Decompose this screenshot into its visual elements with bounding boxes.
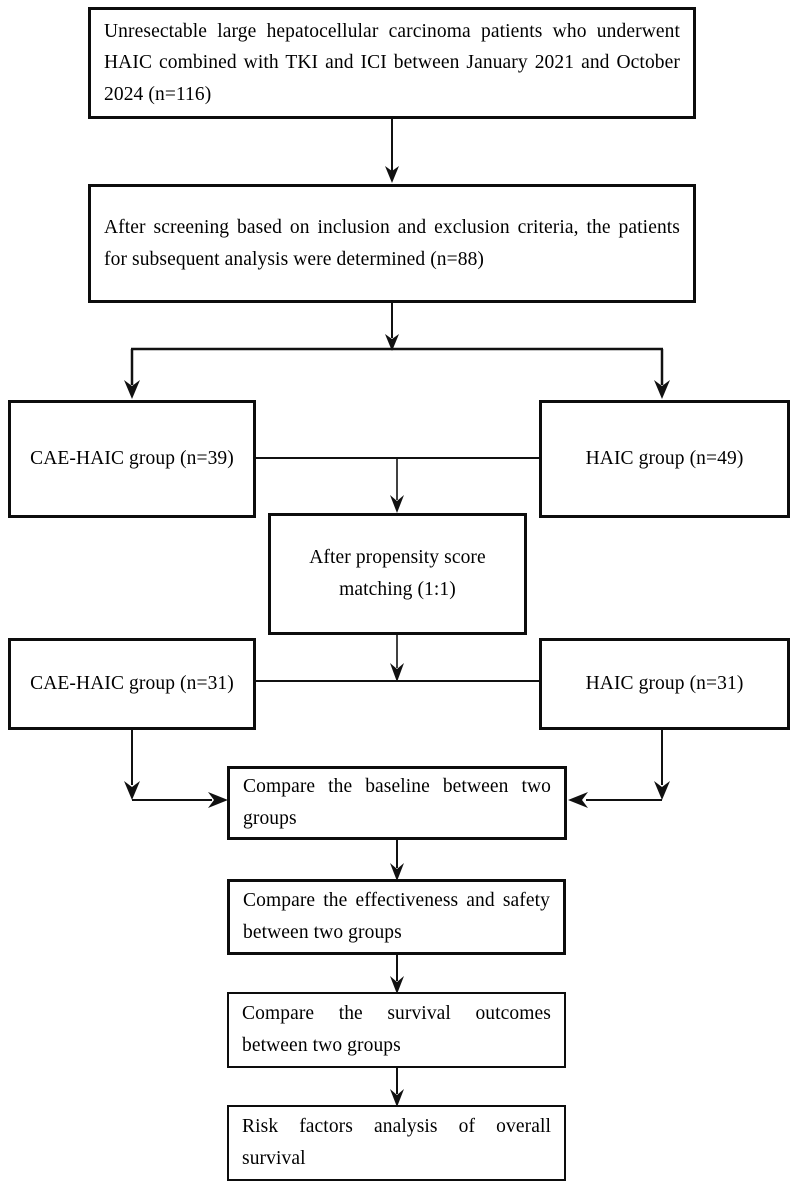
node-risk-factors: Risk factors analysis of overall surviva… (227, 1105, 566, 1181)
node-cae-haic-post-text: CAE-HAIC group (n=31) (30, 673, 234, 695)
node-haic-pre-text: HAIC group (n=49) (585, 448, 744, 470)
node-haic-post: HAIC group (n=31) (539, 638, 790, 730)
node-compare-survival-text: Compare the survival outcomes between tw… (242, 1003, 551, 1056)
node-risk-factors-text: Risk factors analysis of overall surviva… (242, 1116, 551, 1169)
node-cae-haic-pre-text: CAE-HAIC group (n=39) (30, 448, 234, 470)
arrowhead-effectiveness (390, 863, 404, 881)
arrowhead-haic-post-down (654, 781, 670, 800)
node-screening-text: After screening based on inclusion and e… (104, 216, 680, 270)
node-propensity-score-matching-text: After propensity score matching (1:1) (309, 547, 486, 600)
node-compare-effectiveness-text: Compare the effectiveness and safety bet… (243, 890, 550, 943)
node-cae-haic-post: CAE-HAIC group (n=31) (8, 638, 256, 730)
arrowhead-post-groups (390, 663, 404, 682)
arrowhead-baseline-right (568, 792, 588, 808)
node-compare-survival: Compare the survival outcomes between tw… (227, 992, 566, 1068)
node-propensity-score-matching: After propensity score matching (1:1) (268, 513, 527, 635)
node-haic-post-text: HAIC group (n=31) (585, 673, 744, 695)
arrowhead-cae-post-down (124, 781, 140, 800)
node-enrollment-text: Unresectable large hepatocellular carcin… (104, 20, 680, 105)
arrowhead-psm (390, 495, 404, 513)
node-compare-baseline: Compare the baseline between two groups (227, 766, 567, 840)
arrowhead-screening (385, 166, 399, 183)
node-cae-haic-pre: CAE-HAIC group (n=39) (8, 400, 256, 518)
node-compare-baseline-text: Compare the baseline between two groups (243, 776, 551, 829)
node-enrollment: Unresectable large hepatocellular carcin… (88, 7, 696, 119)
arrowhead-cae-haic-pre (124, 380, 140, 399)
node-haic-pre: HAIC group (n=49) (539, 400, 790, 518)
arrowhead-haic-pre (654, 380, 670, 399)
arrowhead-fork (385, 334, 399, 351)
arrowhead-risk-factors (390, 1089, 404, 1107)
arrowhead-survival (390, 976, 404, 994)
node-screening: After screening based on inclusion and e… (88, 184, 696, 303)
node-compare-effectiveness: Compare the effectiveness and safety bet… (227, 879, 566, 955)
arrowhead-baseline-left (208, 792, 228, 808)
